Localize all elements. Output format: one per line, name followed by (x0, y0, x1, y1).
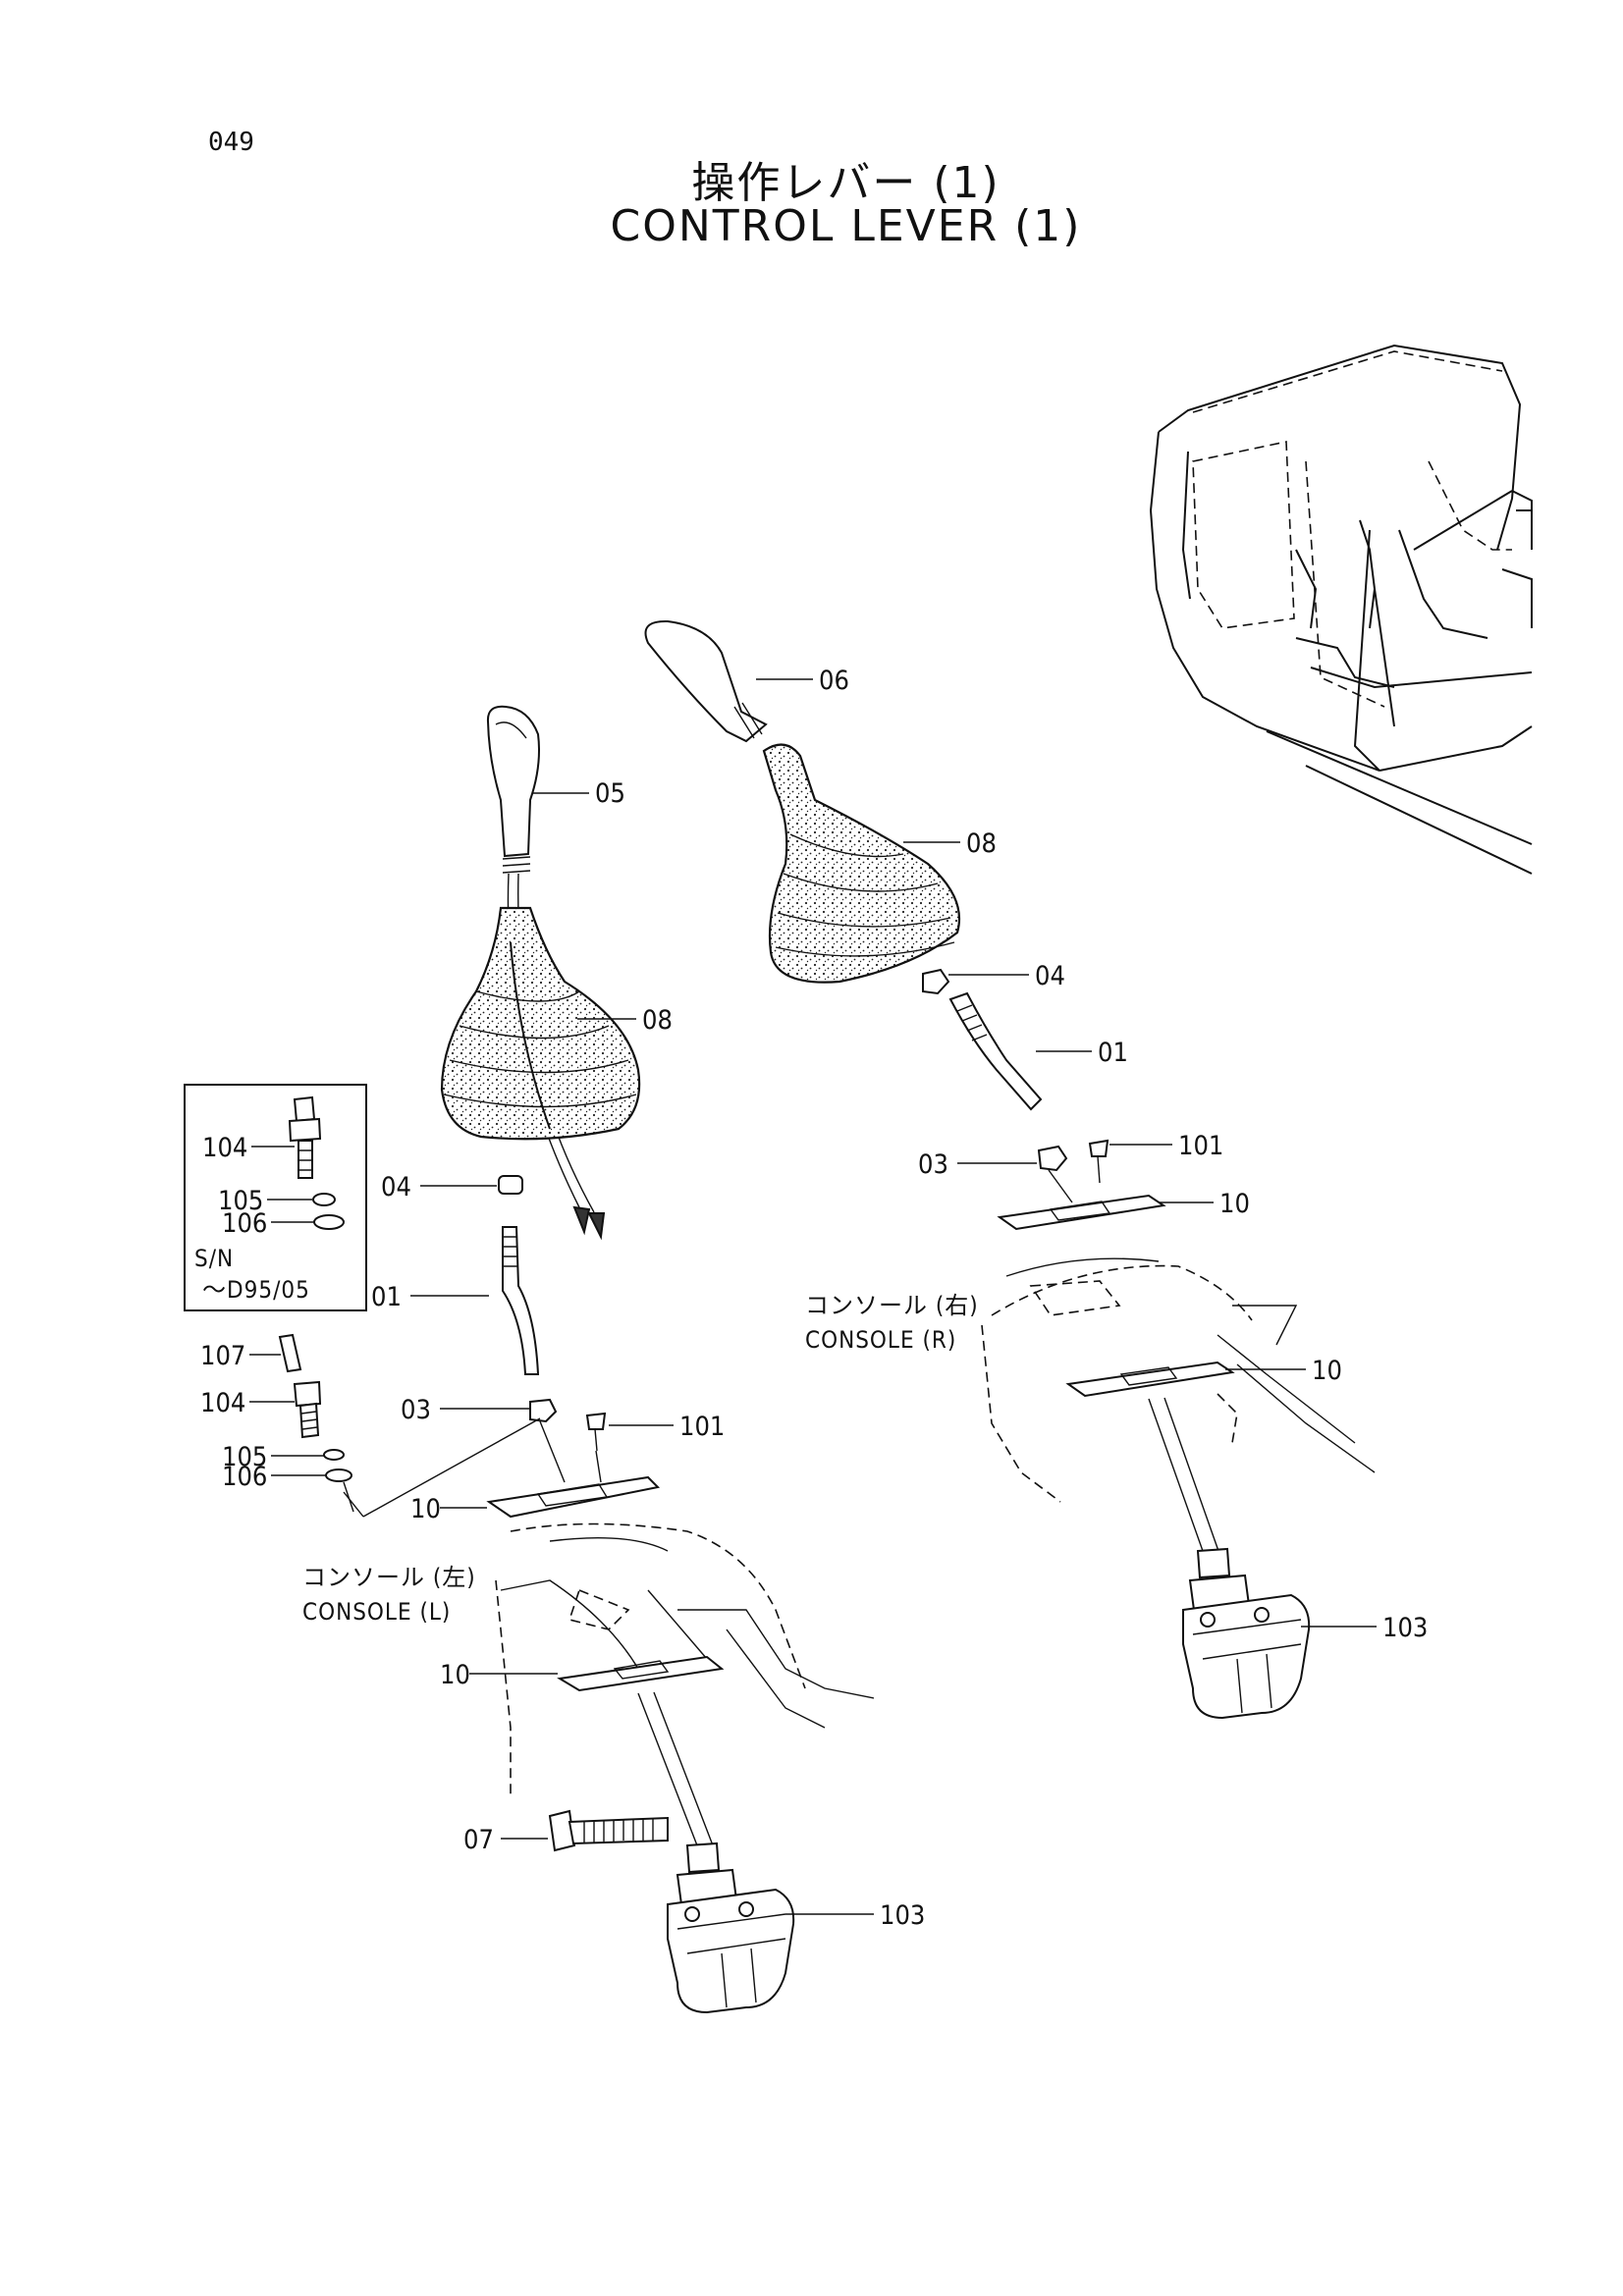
right-bolt-101 (1088, 1139, 1109, 1157)
label-10-right-upper: 10 (1219, 1189, 1250, 1219)
left-nut-03 (529, 1398, 558, 1423)
left-bolt-07 (548, 1809, 576, 1852)
right-nut-04 (922, 968, 950, 995)
label-01-right: 01 (1098, 1038, 1128, 1068)
right-grip-06 (644, 619, 768, 743)
washer-105 (323, 1449, 345, 1461)
label-03-left: 03 (401, 1395, 431, 1425)
label-105-inset: 105 (218, 1186, 263, 1216)
inset-sn-label: S/N (194, 1245, 234, 1272)
left-plate-10-lower (557, 1655, 725, 1692)
console-left-en: CONSOLE (L) (302, 1598, 451, 1626)
label-101-left: 101 (679, 1412, 725, 1442)
label-06: 06 (819, 666, 849, 696)
console-right-en: CONSOLE (R) (805, 1326, 956, 1354)
label-104-inset: 104 (202, 1133, 247, 1163)
label-101-right: 101 (1178, 1131, 1223, 1161)
bolt-104 (293, 1380, 322, 1408)
right-plate-10-upper (997, 1194, 1166, 1231)
left-valve-103 (667, 1888, 795, 2014)
right-lever-01 (948, 991, 1043, 1111)
pin-107 (278, 1333, 302, 1373)
loose-parts-group (278, 1333, 354, 1513)
label-103-left: 103 (880, 1900, 925, 1931)
right-nut-03 (1037, 1145, 1068, 1172)
label-106-inset: 106 (222, 1208, 267, 1239)
console-left-jp: コンソール (左) (302, 1564, 476, 1591)
label-08-left: 08 (642, 1005, 673, 1036)
label-10-left-upper: 10 (410, 1494, 441, 1524)
part-labels: 05 06 08 08 04 04 01 01 03 03 101 101 10… (194, 666, 1428, 1931)
label-107: 107 (200, 1341, 245, 1371)
label-05: 05 (595, 778, 625, 809)
label-08-right: 08 (966, 828, 997, 859)
label-10-left-lower: 10 (440, 1660, 470, 1690)
label-10-right-lower: 10 (1312, 1356, 1342, 1386)
left-lever-01 (502, 1226, 540, 1375)
left-nut-04 (498, 1175, 523, 1195)
right-boot-08 (762, 743, 961, 984)
excavator-cab-drawing (1149, 344, 1533, 875)
right-valve-103 (1182, 1593, 1311, 1720)
label-01-left: 01 (371, 1282, 402, 1312)
left-plate-10-upper (486, 1475, 661, 1519)
label-03-right: 03 (918, 1149, 948, 1180)
left-bolt-101 (585, 1412, 607, 1430)
right-lever-assembly (644, 619, 1376, 1720)
left-boot-08 (440, 906, 641, 1141)
inset-sn-range: ～D95/05 (202, 1276, 310, 1304)
title-english: CONTROL LEVER (1) (610, 201, 1082, 251)
right-plate-10-lower (1065, 1361, 1235, 1398)
label-105: 105 (222, 1442, 267, 1472)
left-lever-assembly (343, 705, 875, 2014)
leader-lines (249, 678, 1377, 1915)
label-07: 07 (463, 1825, 494, 1855)
label-103-right: 103 (1382, 1613, 1428, 1643)
washer-106 (325, 1468, 352, 1482)
label-04-right: 04 (1035, 961, 1065, 991)
serial-number-inset (184, 1084, 367, 1311)
console-right-jp: コンソール (右) (805, 1292, 979, 1319)
label-104: 104 (200, 1388, 245, 1418)
title-japanese: 操作レバー (1) (691, 158, 1001, 208)
left-grip-05 (486, 705, 540, 858)
label-04-left: 04 (381, 1172, 411, 1202)
page-number: 049 (208, 128, 254, 157)
label-106: 106 (222, 1462, 267, 1492)
